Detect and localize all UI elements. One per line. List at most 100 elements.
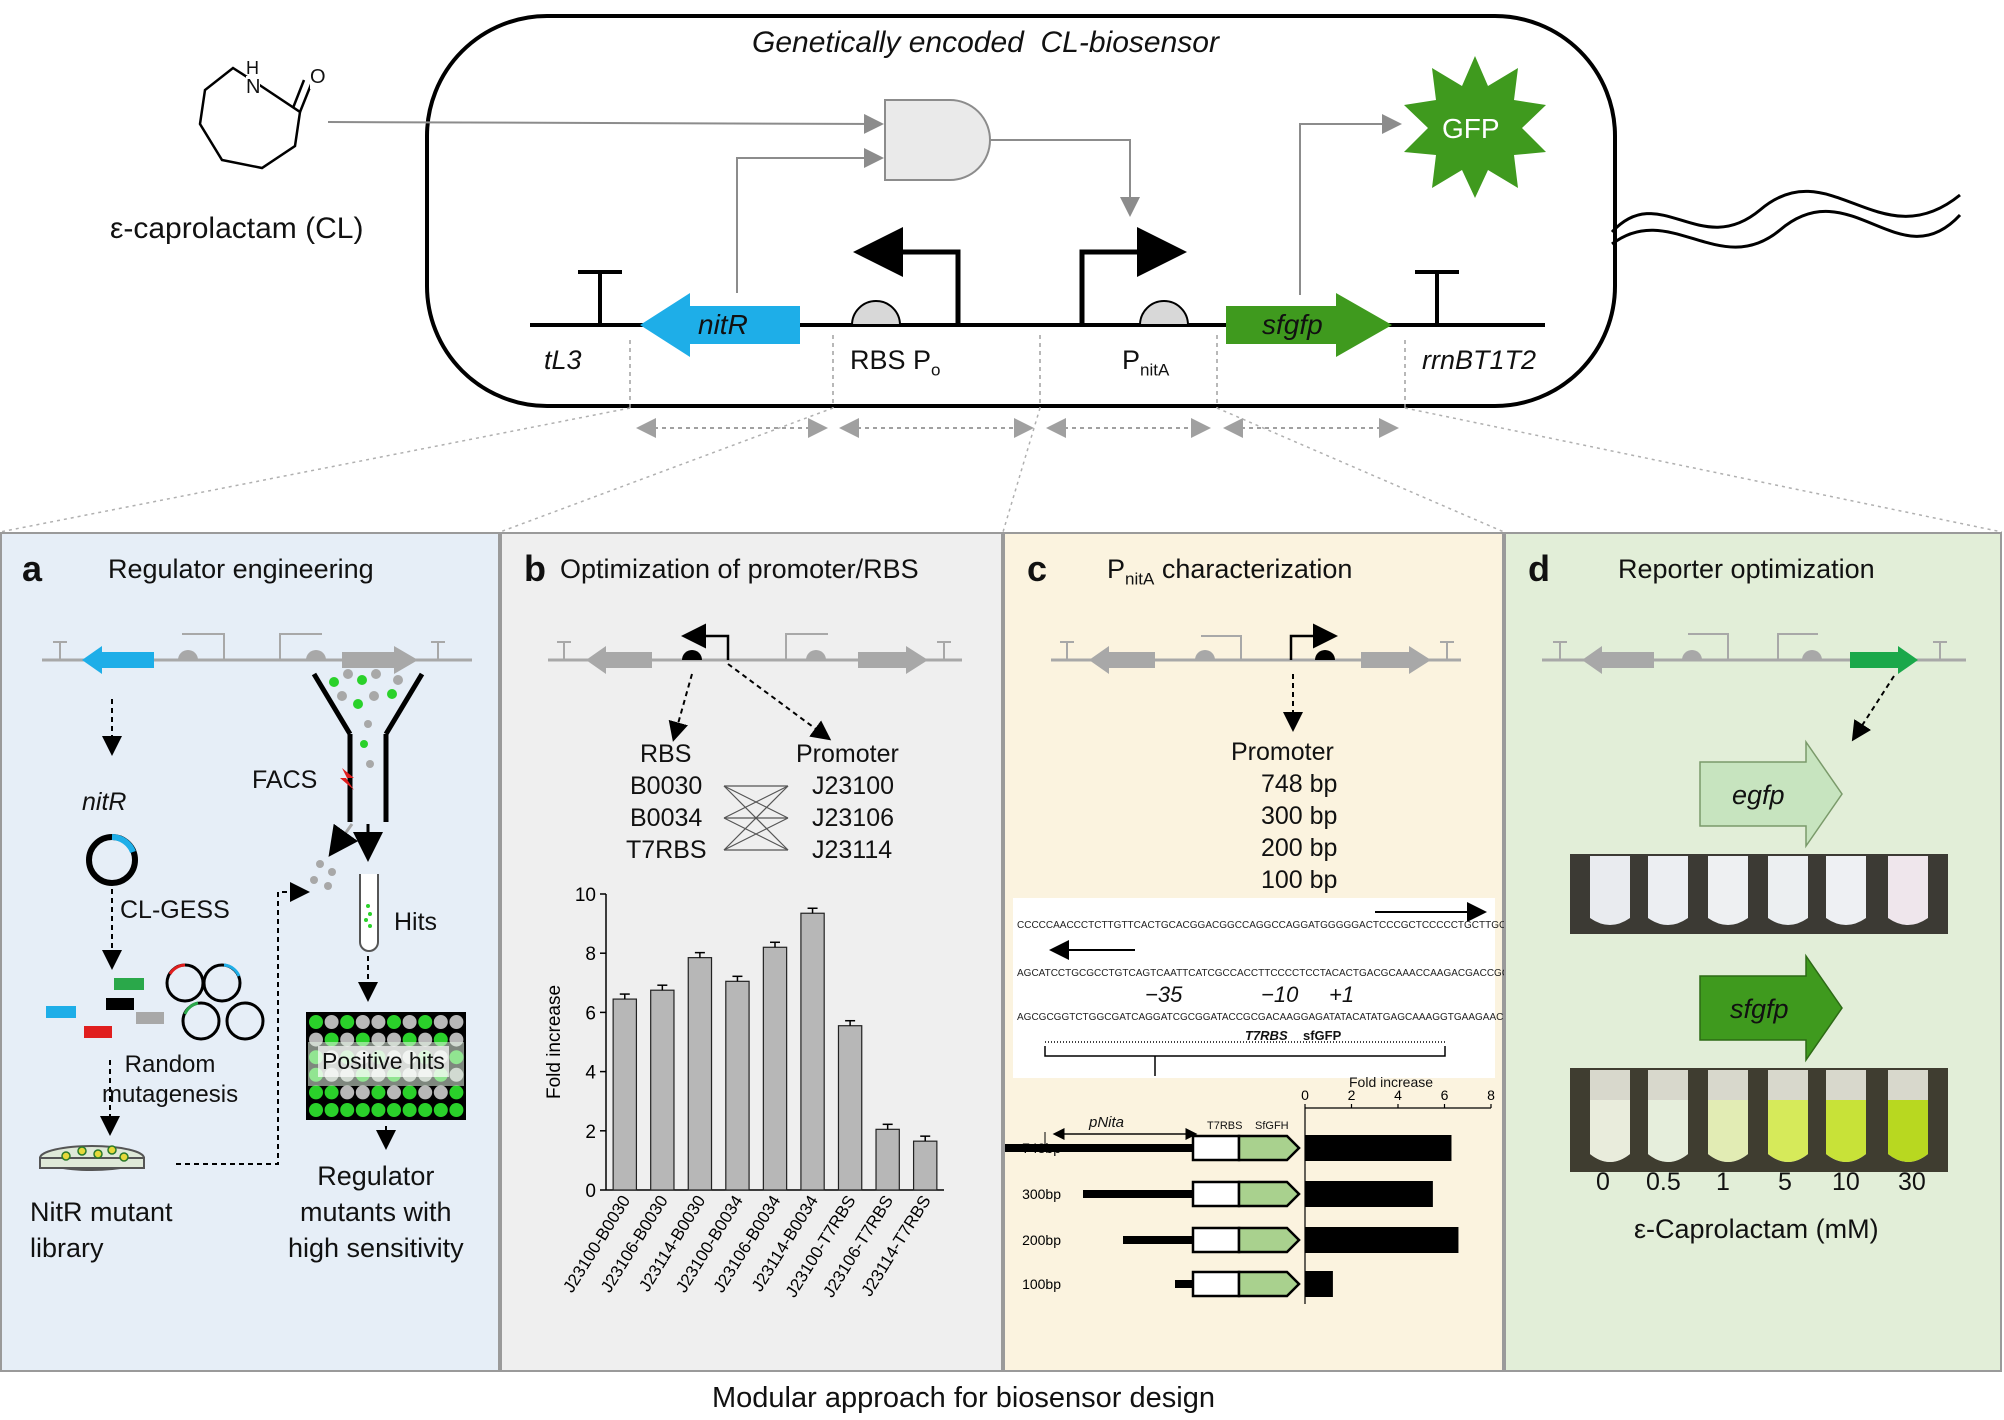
atom-n: N [246, 76, 261, 99]
sfgfp-tube-liquid [1708, 1100, 1748, 1162]
plate-well [433, 1015, 448, 1029]
plate-well [387, 1015, 401, 1029]
construct-row-label: 300bp [1022, 1186, 1061, 1202]
x-tick-label-c: 0 [1301, 1087, 1309, 1103]
plate-well [418, 1085, 433, 1100]
concentration-label: 5 [1778, 1168, 1792, 1196]
panel-d-graphics [1542, 633, 1966, 1172]
egfp-tube [1768, 856, 1808, 925]
molecule-label: ε-caprolactam (CL) [110, 212, 364, 245]
minus10-mark: −10 [1261, 982, 1299, 1007]
egfp-label: egfp [1732, 780, 1785, 810]
plate-well [387, 1085, 401, 1100]
plate-well [340, 1015, 355, 1029]
promoter-length: 748 bp [1261, 770, 1338, 798]
sfgfp-label-d: sfgfp [1730, 994, 1789, 1024]
concentration-label: 0 [1596, 1168, 1610, 1196]
x-tick-label-c: 4 [1394, 1087, 1402, 1103]
panel-c-title: PnitA characterization [1107, 554, 1353, 589]
plate-well [371, 1085, 386, 1100]
egfp-tube [1648, 856, 1688, 925]
sfgfh-construct-label: SfGFH [1255, 1120, 1289, 1132]
promoter-item: J23100 [812, 772, 895, 800]
sequence-line: CCCCCAACCCTCTTGTTCACTGCACGGACGGCCAGGCCAG… [1017, 920, 1591, 931]
pnita-segment [1123, 1236, 1193, 1244]
egfp-tubes-photo [1570, 854, 1948, 934]
plate-well [402, 1085, 417, 1100]
cl-gess-label: CL-GESS [120, 896, 230, 924]
nitr-gene-label: nitR [698, 309, 748, 340]
plate-well [309, 1103, 323, 1117]
promoter-length: 100 bp [1261, 866, 1338, 894]
gfp-star [1404, 56, 1546, 198]
sfgfp-tube-liquid [1768, 1100, 1808, 1162]
sfgfp-gene-label: sfgfp [1262, 309, 1323, 340]
rbs-pnita [1138, 300, 1190, 326]
y-tick-label: 2 [585, 1122, 596, 1143]
facs-label: FACS [252, 766, 318, 794]
t7rbs-box [1191, 1134, 1241, 1162]
bar [912, 1140, 938, 1191]
rbs-po-label: RBS Po [850, 345, 941, 380]
atom-h: H [246, 58, 259, 78]
x-tick-label-c: 2 [1348, 1087, 1356, 1103]
plate-well [449, 1015, 464, 1029]
bar [650, 989, 675, 1191]
promoter-item: J23106 [812, 804, 895, 832]
t7rbs-box [1191, 1270, 1241, 1298]
plate-well [324, 1085, 339, 1100]
flagellum [1610, 189, 1961, 234]
t7rbs-box [1191, 1180, 1241, 1208]
top-schematic [0, 14, 2003, 532]
concentration-label: 0.5 [1646, 1168, 1681, 1196]
sfgfp-tube-liquid [1648, 1100, 1688, 1162]
tl3-label: tL3 [544, 345, 582, 375]
construct-row-label: 100bp [1022, 1276, 1061, 1292]
sfgfh-box [1237, 1226, 1301, 1254]
panel-a: a Regulator engineering [0, 532, 500, 1372]
plate-well [433, 1103, 448, 1117]
t7rbs-mark: T7RBS [1245, 1028, 1288, 1043]
promoter-length: 200 bp [1261, 834, 1338, 862]
plate-well [402, 1015, 417, 1029]
pnita-segment [1083, 1190, 1193, 1198]
and-gate [884, 99, 991, 181]
panel-a-label: a [22, 548, 43, 589]
hits-label: Hits [394, 908, 438, 936]
panel-c-label: c [1027, 548, 1048, 589]
y-tick-label: 0 [585, 1181, 596, 1202]
sfgfp-tube-liquid [1888, 1100, 1928, 1162]
panel-d-title: Reporter optimization [1618, 554, 1875, 584]
nitr-plasmid-label: nitR [82, 788, 127, 816]
panel-b-label: b [524, 548, 546, 589]
result-label: Regulator mutants with high sensitivity [288, 1161, 464, 1263]
concentration-label: 30 [1898, 1168, 1926, 1196]
gfp-label: GFP [1442, 113, 1500, 144]
sfgfp-gene-arrow [1226, 293, 1392, 357]
plate-well [324, 1015, 339, 1029]
egfp-tube [1888, 856, 1928, 925]
plate-well [449, 1085, 464, 1100]
plate-well [355, 1103, 370, 1117]
atom-o: O [310, 66, 326, 89]
y-axis-label: Fold increase [544, 985, 565, 1099]
plate-well [449, 1103, 464, 1117]
construct-row-label: 200bp [1022, 1232, 1061, 1248]
egfp-tube [1590, 856, 1630, 925]
rbs-item: T7RBS [626, 836, 707, 864]
bar [612, 998, 638, 1191]
bar [725, 980, 750, 1191]
t7rbs-construct-label: T7RBS [1207, 1120, 1243, 1132]
plate-well [371, 1103, 386, 1117]
plate-well [340, 1085, 355, 1100]
sfgfp-arrow-d [1699, 953, 1843, 1063]
plate-well [402, 1103, 417, 1117]
y-tick-label: 4 [585, 1063, 596, 1084]
panel-c-graphics: 02468748bp300bp200bp100bp [1005, 623, 1495, 1304]
bar [687, 957, 713, 1191]
promoter-header-c: Promoter [1231, 738, 1334, 766]
rbs-item: B0034 [630, 804, 703, 832]
sfgfp-tubes-photo [1570, 1068, 1948, 1172]
